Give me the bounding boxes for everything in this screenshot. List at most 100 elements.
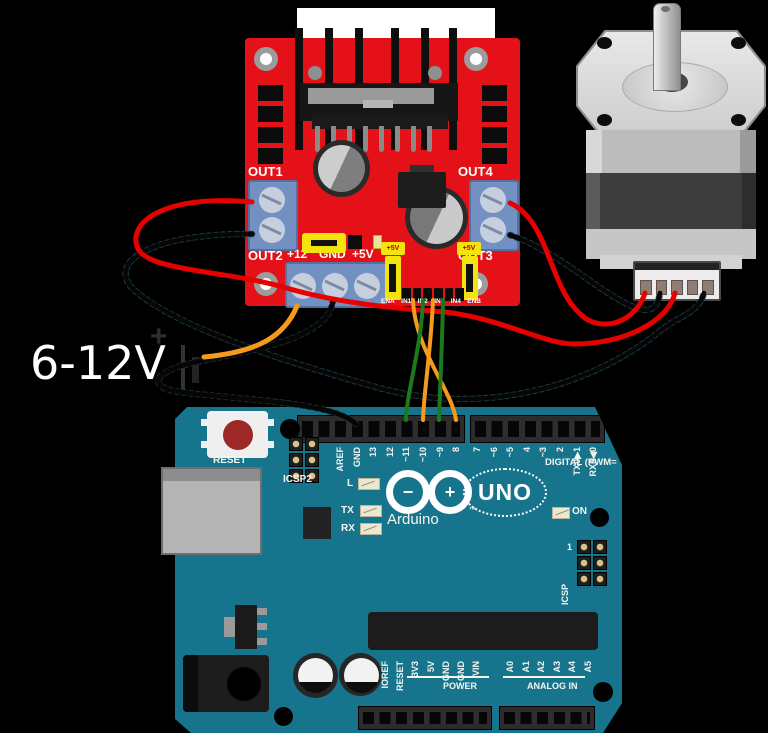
mounting-hole — [464, 47, 488, 71]
solder-pad — [482, 85, 507, 101]
battery-terminal-short — [192, 357, 199, 383]
motor-screw-hole — [731, 37, 746, 49]
analog-header[interactable] — [499, 706, 595, 730]
pin-label: ~10 — [418, 447, 428, 463]
l298n-driver-board: OUT1 OUT4 OUT2 OUT3 +12 GND +5V +5V +5V … — [245, 8, 520, 308]
digital-header-label: DIGITAL (PWM= — [545, 457, 617, 468]
label-plus5: +5V — [352, 247, 374, 261]
pin-label: ENB — [467, 298, 481, 305]
regulator-leg — [257, 623, 267, 630]
solder-pad — [258, 148, 283, 164]
tx-led — [360, 505, 382, 517]
pin-label: VIN — [471, 661, 482, 677]
motor-shaft — [653, 3, 681, 91]
supply-voltage-label: 6-12V — [30, 336, 166, 390]
on-label: ON — [572, 506, 587, 517]
jumper — [302, 233, 346, 253]
rx-led — [360, 523, 382, 535]
chip-pin — [315, 126, 320, 152]
enb-jumper — [462, 256, 478, 300]
dc-barrel-jack[interactable] — [183, 655, 269, 712]
power-header[interactable] — [358, 706, 492, 730]
electrolytic-capacitor — [293, 653, 338, 698]
pin-label: ~3 — [538, 447, 549, 458]
pin-label: ENA — [381, 298, 395, 305]
pin-label: A1 — [520, 661, 531, 673]
uno-label: UNO — [477, 479, 533, 505]
label-out4: OUT4 — [458, 164, 493, 179]
icsp-label: ICSP — [560, 583, 570, 605]
reset-button[interactable] — [207, 411, 268, 458]
led-l-label: L — [347, 478, 354, 489]
motor-body-upper — [586, 130, 756, 174]
solder-pad — [482, 106, 507, 122]
icsp2-label: ICSP2 — [283, 474, 312, 485]
chip-pin — [347, 126, 352, 152]
led-tx-label: TX — [341, 505, 354, 516]
mounting-hole — [274, 707, 293, 726]
terminal-screw — [354, 273, 380, 299]
pin-label: ~6 — [488, 447, 499, 458]
terminal-screw — [259, 217, 285, 243]
pin-label: GND — [440, 661, 451, 681]
logo-minus: − — [402, 481, 414, 502]
pin-label: ~9 — [434, 447, 445, 458]
mounting-hole — [254, 272, 278, 296]
analog-divider-line — [503, 676, 585, 678]
motor-screw-hole — [597, 114, 612, 126]
capacitor — [313, 140, 370, 197]
icsp-header[interactable] — [577, 540, 607, 586]
digital-header-right[interactable] — [470, 415, 605, 443]
pin-label: A2 — [536, 661, 546, 673]
led-rx-label: RX — [341, 523, 355, 534]
enb-5v-tag: +5V — [457, 242, 481, 255]
pin-label: 3V3 — [410, 661, 421, 678]
mounting-hole — [590, 508, 609, 527]
power-header-label: POWER — [443, 681, 478, 691]
pin-label: A3 — [551, 661, 562, 673]
motor-screw-hole — [597, 37, 612, 49]
chip-pin — [427, 126, 432, 152]
pin-label: GND — [351, 447, 362, 467]
motor-body-band — [586, 173, 756, 229]
terminal-out1-out2 — [248, 180, 298, 251]
pin-label: A0 — [505, 661, 515, 673]
power-divider-line — [407, 676, 489, 678]
regulator-tab — [410, 165, 434, 173]
chip-pin — [331, 126, 336, 152]
wire-orange-in3 — [421, 298, 435, 422]
terminal-power — [285, 262, 387, 308]
wire-outline — [155, 296, 360, 428]
digital-header-left[interactable] — [297, 415, 465, 443]
icsp2-header[interactable] — [289, 437, 319, 483]
motor-screw-hole — [731, 114, 746, 126]
usb-connector[interactable] — [161, 467, 262, 555]
voltage-regulator — [398, 172, 446, 208]
icsp-label-wrap: ICSP — [560, 565, 574, 605]
mounting-hole — [254, 47, 278, 71]
jumper-black — [348, 235, 362, 249]
logo-plus: + — [444, 481, 456, 502]
chip-pin — [395, 126, 400, 152]
terminal-screw — [480, 217, 506, 243]
atmega328-chip — [368, 612, 598, 650]
ena-jumper — [385, 256, 401, 300]
reset-label: RESET — [213, 455, 247, 466]
uno-model-badge: UNO — [463, 468, 547, 517]
pin-label: 5V — [425, 661, 436, 673]
chip-pin — [379, 126, 384, 152]
solder-pad — [482, 127, 507, 143]
solder-pad — [258, 85, 283, 101]
solder-pad — [258, 127, 283, 143]
pin-label: IN2 — [417, 298, 428, 305]
pin-label: ~11 — [401, 447, 412, 462]
heatsink-screw — [308, 66, 322, 80]
analog-header-label: ANALOG IN — [527, 681, 578, 691]
pin-label: 2 — [555, 447, 565, 453]
terminal-out3-out4 — [469, 180, 519, 251]
reset-button-tab — [201, 441, 209, 448]
terminal-screw — [259, 187, 285, 213]
terminal-screw — [290, 273, 316, 299]
wire-black-ground — [156, 297, 359, 427]
